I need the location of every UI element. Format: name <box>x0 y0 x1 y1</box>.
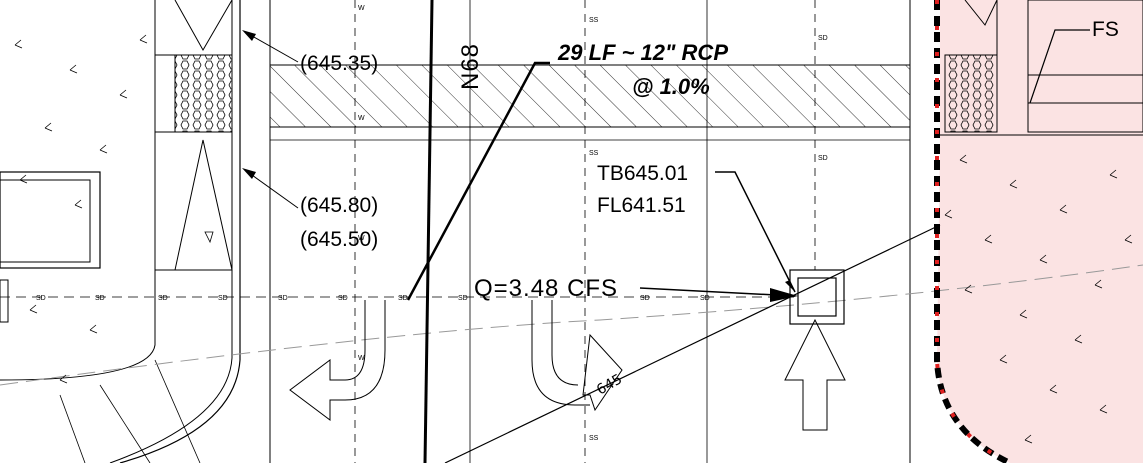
pipe-label-line1: 29 LF ~ 12" RCP <box>557 40 728 65</box>
w-tag: W <box>358 235 365 242</box>
pink-pad <box>937 135 1143 463</box>
w-tag: W <box>358 5 365 12</box>
bearing-label: N68 <box>457 43 484 90</box>
sd-tag: SD <box>218 295 228 302</box>
elevation-label-2: (645.80) <box>300 194 378 217</box>
sd-tag: SD <box>158 295 168 302</box>
w-tag: W <box>358 115 365 122</box>
w-tag: W <box>358 355 365 362</box>
grass-symbols <box>14 34 1133 444</box>
tb-label: TB645.01 <box>597 162 688 185</box>
fs-label: FS <box>1092 18 1119 41</box>
main-line <box>423 0 434 463</box>
flow-label: Q=3.48 CFS <box>474 275 618 302</box>
sd-tag: SD <box>36 295 46 302</box>
sd-tag: SD <box>700 295 710 302</box>
contour-line <box>0 264 1143 386</box>
ss-tag: SS <box>589 435 599 442</box>
sd-tag: SD <box>95 295 105 302</box>
sd-tag: SD <box>398 295 408 302</box>
sd-tag: SD <box>640 295 650 302</box>
left-curb-outer <box>119 0 241 463</box>
sd-tag: SD <box>818 35 828 42</box>
sd-tag: SD <box>458 295 468 302</box>
up-arrow <box>784 318 846 431</box>
fl-label: FL641.51 <box>597 194 686 217</box>
contour-label: 645 <box>594 371 625 398</box>
turn-arrow <box>289 300 386 421</box>
left-curb-inner <box>109 0 233 463</box>
ss-tag: SS <box>589 17 599 24</box>
elevation-label-1: (645.35) <box>300 52 378 75</box>
sd-tag: SD <box>278 295 288 302</box>
pipe-label-line2: @ 1.0% <box>632 74 710 99</box>
ss-tag: SS <box>589 150 599 157</box>
sd-tag: SD <box>818 155 828 162</box>
elevation-label-3: (645.50) <box>300 228 378 251</box>
left-walk-edge <box>0 0 156 381</box>
pipe-leader <box>406 61 550 301</box>
sd-tag: SD <box>338 295 348 302</box>
